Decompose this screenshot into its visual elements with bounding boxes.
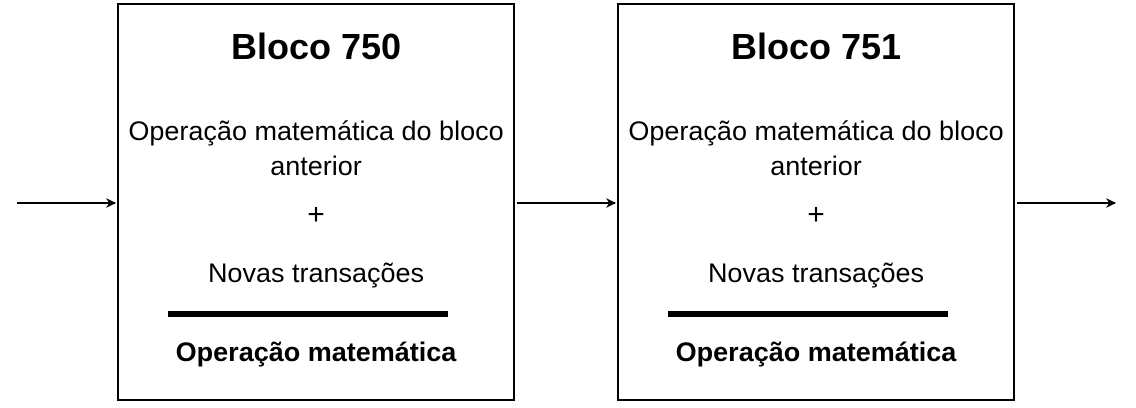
block-750: Bloco 750 Operação matemática do bloco a… xyxy=(117,3,515,401)
result-divider xyxy=(168,311,448,317)
previous-block-operation: Operação matemática do bloco anterior xyxy=(128,116,504,181)
previous-block-operation: Operação matemática do bloco anterior xyxy=(628,116,1004,181)
plus-sign: + xyxy=(807,198,825,231)
block-title: Bloco 751 xyxy=(730,26,902,67)
new-transactions: Novas transações xyxy=(707,258,925,288)
plus-sign: + xyxy=(307,198,325,231)
result-divider xyxy=(668,311,948,317)
new-transactions: Novas transações xyxy=(207,258,425,288)
result-operation: Operação matemática xyxy=(175,337,457,367)
block-751: Bloco 751 Operação matemática do bloco a… xyxy=(617,3,1015,401)
result-operation: Operação matemática xyxy=(675,337,957,367)
block-title: Bloco 750 xyxy=(230,26,402,67)
